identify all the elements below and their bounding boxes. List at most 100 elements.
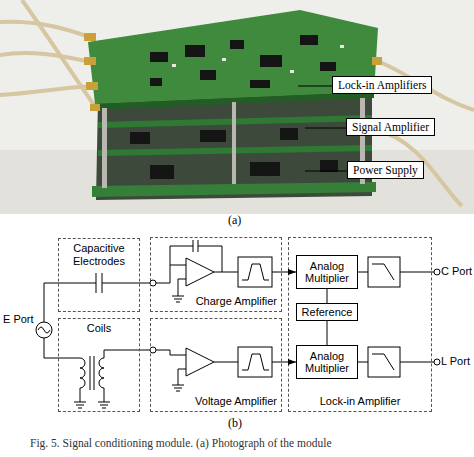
low-pass-filter bbox=[372, 264, 394, 280]
small-part bbox=[172, 64, 176, 67]
inner-component bbox=[280, 128, 298, 140]
ground-symbol bbox=[172, 385, 184, 391]
multiplier-box: Analog Multiplier bbox=[296, 255, 358, 289]
standoff bbox=[232, 102, 236, 184]
coax-cable bbox=[0, 53, 90, 62]
coax-cable bbox=[0, 0, 474, 206]
inner-component bbox=[320, 160, 338, 172]
signal-connector bbox=[327, 289, 328, 303]
coil-symbol bbox=[80, 358, 85, 388]
dashed-group: Coils bbox=[58, 318, 140, 412]
module-photo bbox=[0, 0, 474, 214]
leader-line bbox=[305, 171, 347, 172]
ic-chip bbox=[150, 35, 336, 88]
inner-component bbox=[130, 132, 150, 144]
multiplier-box: Analog Multiplier bbox=[296, 345, 358, 379]
signal-connector bbox=[282, 272, 296, 273]
op-amp bbox=[186, 258, 214, 286]
low-pass-filter bbox=[368, 257, 400, 287]
small-part bbox=[172, 45, 344, 73]
dashed-group: Voltage Amplifier bbox=[150, 318, 282, 412]
node-label: Charge Amplifier bbox=[196, 295, 277, 308]
ic-chip bbox=[200, 70, 216, 80]
sma-connector bbox=[84, 57, 96, 65]
capacitor-symbol bbox=[96, 273, 102, 293]
node-label: Voltage Amplifier bbox=[195, 395, 277, 408]
capacitor-symbol bbox=[193, 240, 198, 252]
circuit-wire bbox=[156, 350, 186, 385]
ic-chip bbox=[185, 45, 205, 57]
standoff bbox=[102, 98, 365, 188]
panel-label: (a) bbox=[228, 213, 241, 228]
reference-box: Reference bbox=[296, 303, 358, 321]
signal-connector bbox=[327, 321, 328, 345]
leader-line bbox=[305, 128, 346, 129]
circuit-wire bbox=[36, 240, 440, 408]
pcb-board bbox=[92, 182, 376, 197]
band-pass-filter bbox=[242, 264, 269, 280]
transformer-core bbox=[90, 356, 94, 390]
small-part bbox=[222, 58, 226, 61]
small-part bbox=[340, 45, 344, 48]
figure-caption: Fig. 5. Signal conditioning module. (a) … bbox=[30, 437, 332, 449]
dashed-group: Capacitive Electrodes bbox=[58, 238, 140, 312]
node-label: Analog Multiplier bbox=[297, 350, 357, 374]
dashed-group: Lock-in AmplifierAnalog MultiplierRefere… bbox=[288, 237, 432, 412]
coax-cable bbox=[22, 0, 96, 108]
sma-connector bbox=[372, 57, 382, 65]
port-name: L Port bbox=[441, 355, 470, 367]
node-label: Lock-in Amplifier bbox=[320, 395, 401, 408]
circuit-wire bbox=[80, 350, 140, 402]
circuit-wire bbox=[44, 283, 80, 358]
port-name: C Port bbox=[441, 265, 472, 277]
sma-connector bbox=[90, 104, 100, 111]
ground-symbol bbox=[74, 402, 86, 408]
ac-source bbox=[36, 322, 52, 338]
ac-source bbox=[38, 327, 50, 333]
band-pass-filter bbox=[238, 347, 272, 377]
sma-connector bbox=[86, 82, 98, 90]
output-terminal bbox=[434, 269, 440, 275]
node-label: Signal Amplifier bbox=[352, 121, 429, 133]
leader-line bbox=[298, 86, 332, 87]
coax-cable bbox=[0, 86, 92, 95]
coil-symbol bbox=[99, 358, 104, 388]
small-part bbox=[290, 70, 294, 73]
dashed-group: Charge Amplifier bbox=[150, 237, 282, 312]
band-pass-filter bbox=[238, 257, 272, 287]
low-pass-filter bbox=[368, 347, 400, 377]
inner-component bbox=[150, 165, 174, 179]
panel-label: (b) bbox=[228, 416, 242, 431]
low-pass-filter bbox=[372, 354, 394, 370]
ic-chip bbox=[320, 62, 336, 71]
ground-symbol bbox=[172, 296, 184, 302]
ground-symbol bbox=[98, 402, 110, 408]
band-pass-filter bbox=[242, 354, 269, 370]
node-label: Analog Multiplier bbox=[297, 260, 357, 284]
signal-connector bbox=[282, 362, 296, 363]
ic-chip bbox=[250, 80, 270, 88]
signal-connector bbox=[140, 350, 150, 351]
op-amp bbox=[186, 348, 214, 376]
node-label: Power Supply bbox=[353, 164, 418, 176]
leader-line bbox=[298, 86, 347, 171]
photo-callout: Power Supply bbox=[347, 161, 424, 179]
circuit-wire bbox=[178, 279, 186, 296]
inner-component bbox=[200, 130, 226, 142]
sma-connector bbox=[84, 33, 96, 41]
standoff bbox=[102, 108, 107, 188]
inner-component bbox=[250, 162, 280, 176]
port-name: E Port bbox=[3, 313, 34, 325]
module-photo bbox=[0, 0, 474, 214]
ic-chip bbox=[150, 78, 162, 86]
output-terminal bbox=[434, 359, 440, 365]
node-label: Reference bbox=[302, 306, 353, 318]
signal-connector bbox=[140, 283, 150, 284]
ic-chip bbox=[300, 35, 318, 45]
ic-chip bbox=[260, 55, 282, 67]
ic-chip bbox=[150, 52, 168, 62]
